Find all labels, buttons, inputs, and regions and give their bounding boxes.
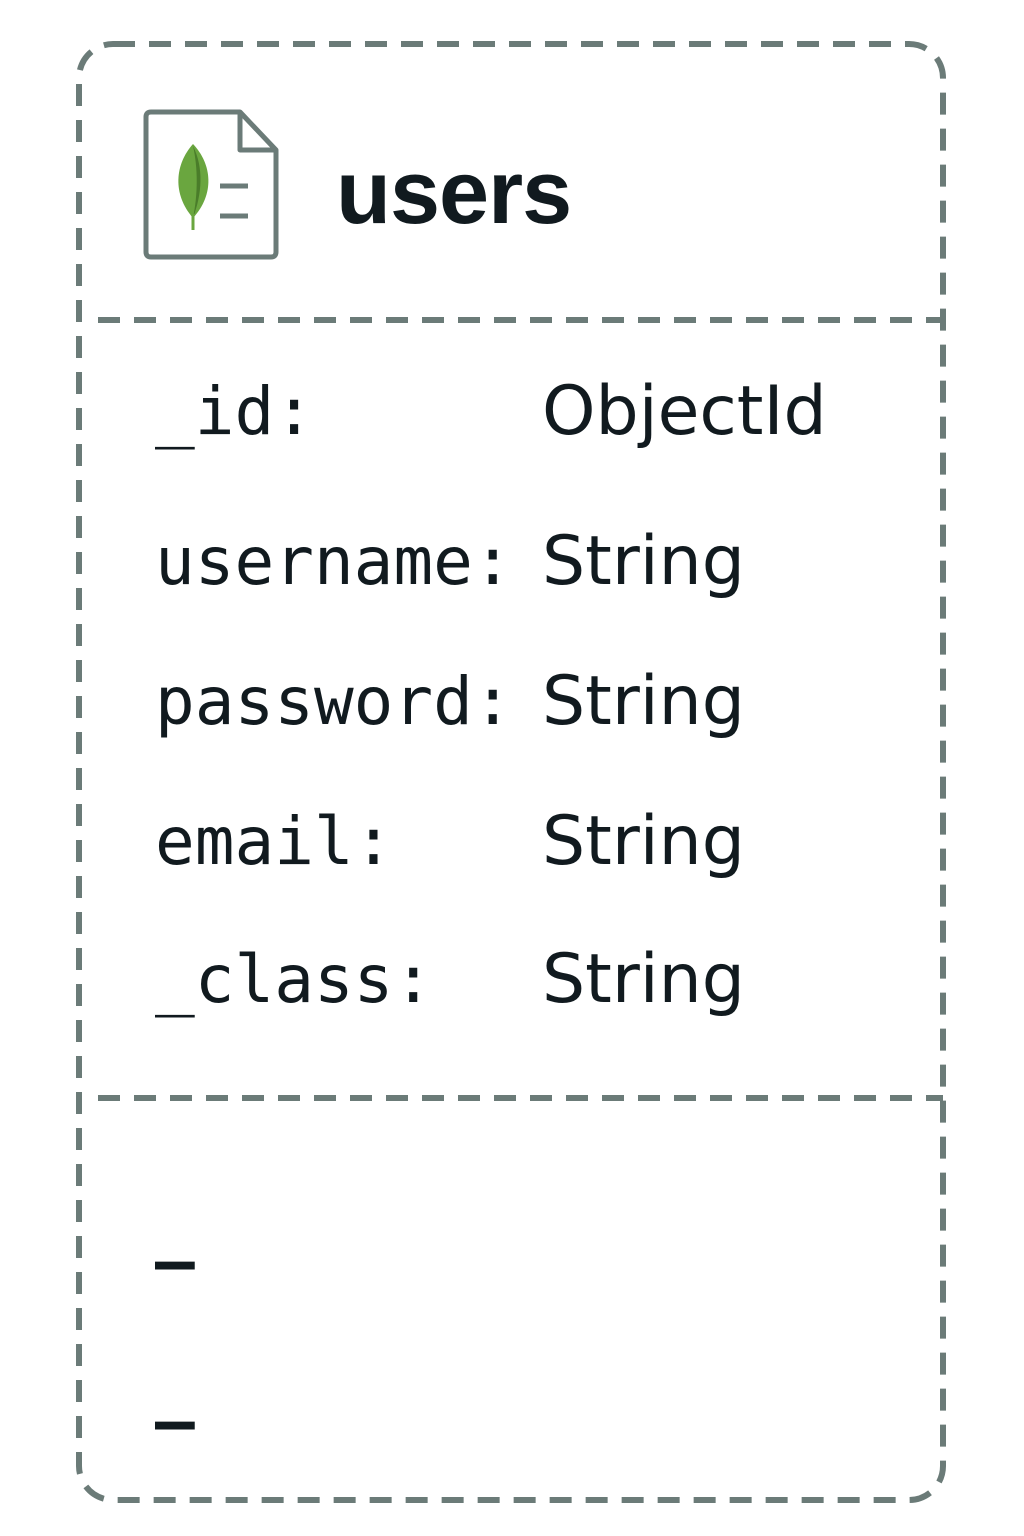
field-type-class: String	[542, 940, 745, 1019]
field-type-password: String	[542, 662, 745, 741]
entity-border	[76, 41, 946, 1503]
field-name-username: username:	[155, 523, 513, 600]
field-type-email: String	[542, 802, 745, 881]
method-placeholder: –	[155, 1383, 195, 1460]
field-type-username: String	[542, 522, 745, 601]
field-name-class: _class:	[155, 941, 434, 1018]
collection-title: users	[336, 143, 572, 243]
field-name-password: password:	[155, 663, 513, 740]
field-name-id: _id:	[155, 373, 314, 450]
method-placeholder: –	[155, 1223, 195, 1300]
mongodb-document-icon	[143, 109, 279, 260]
field-name-email: email:	[155, 803, 394, 880]
field-type-id: ObjectId	[542, 372, 827, 451]
